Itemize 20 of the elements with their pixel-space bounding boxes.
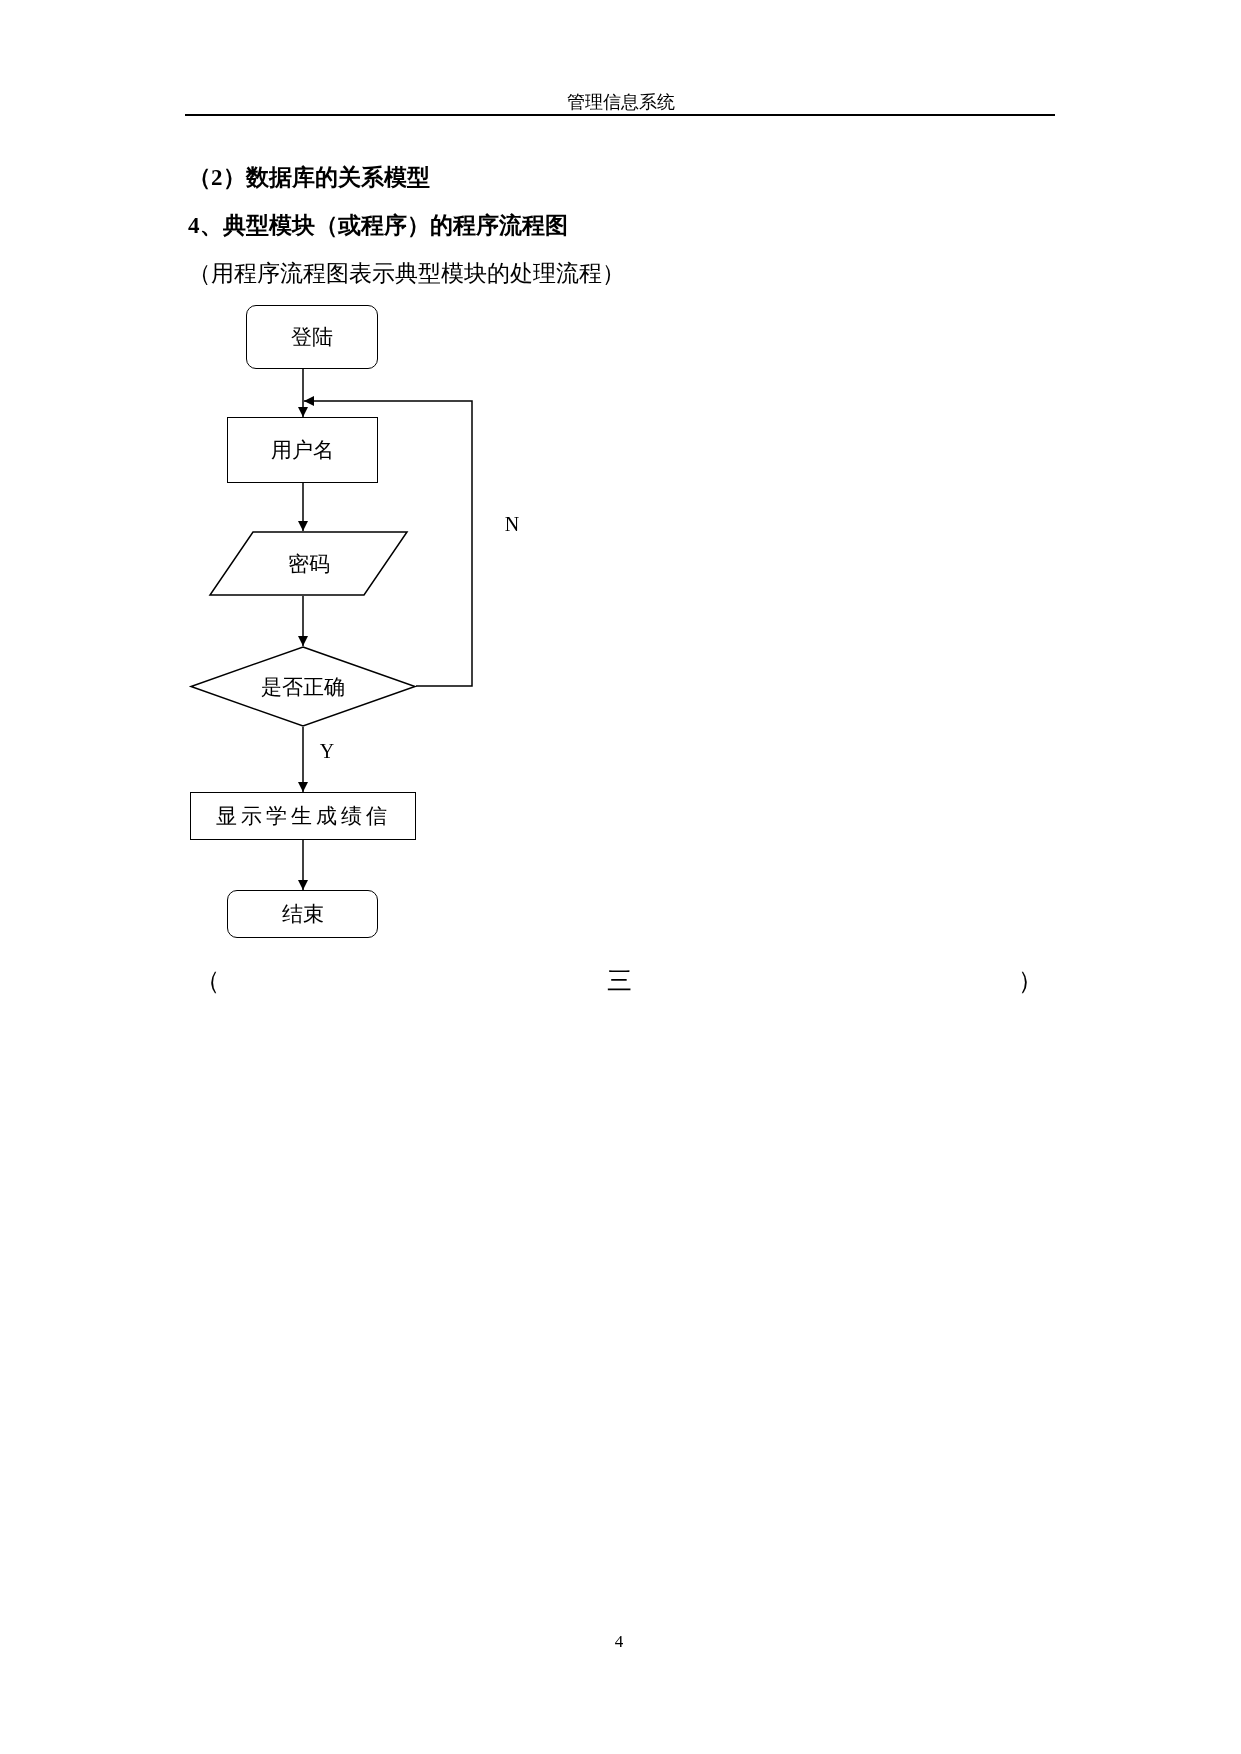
section-heading: （2）数据库的关系模型 (188, 164, 430, 193)
section-heading: 4、典型模块（或程序）的程序流程图 (188, 212, 568, 240)
page-header: 管理信息系统 (567, 91, 675, 115)
decision-diamond: 是否正确 (190, 646, 416, 727)
arrow (298, 368, 308, 418)
bracket-text: ） (1017, 966, 1043, 996)
start-box: 登陆 (246, 305, 378, 369)
end-box: 结束 (227, 890, 378, 938)
page-number: 4 (614, 1631, 624, 1652)
note-text: （用程序流程图表示典型模块的处理流程） (188, 260, 625, 289)
input-parallelogram: 密码 (209, 531, 408, 596)
arrow (298, 726, 308, 793)
process-box: 显示学生成绩信 (190, 792, 416, 840)
arrow (298, 839, 308, 891)
numeral-text: 三 (606, 966, 632, 996)
arrow (303, 396, 473, 687)
bracket-text: （ (194, 966, 220, 996)
arrow (298, 595, 308, 647)
process-box: 用户名 (227, 417, 378, 483)
arrow (298, 482, 308, 532)
